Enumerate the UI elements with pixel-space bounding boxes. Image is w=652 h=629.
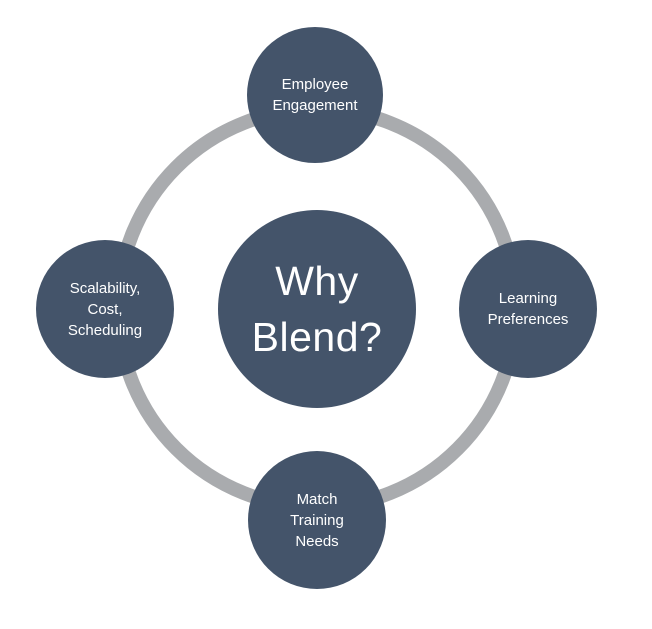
node-label-top: Employee Engagement bbox=[272, 76, 358, 114]
node-employee-engagement: Employee Engagement bbox=[247, 27, 383, 163]
node-label-bottom: Match Training Needs bbox=[290, 490, 344, 550]
node-label-left: Scalability, Cost, Scheduling bbox=[67, 279, 143, 339]
node-match-training-needs: Match Training Needs bbox=[248, 451, 386, 589]
node-learning-preferences: Learning Preferences bbox=[459, 240, 597, 378]
center-label: Why Blend? bbox=[251, 258, 383, 360]
center-node-why-blend: Why Blend? bbox=[218, 210, 416, 408]
node-scalability-cost-scheduling: Scalability, Cost, Scheduling bbox=[36, 240, 174, 378]
node-label-right: Learning Preferences bbox=[487, 290, 569, 328]
